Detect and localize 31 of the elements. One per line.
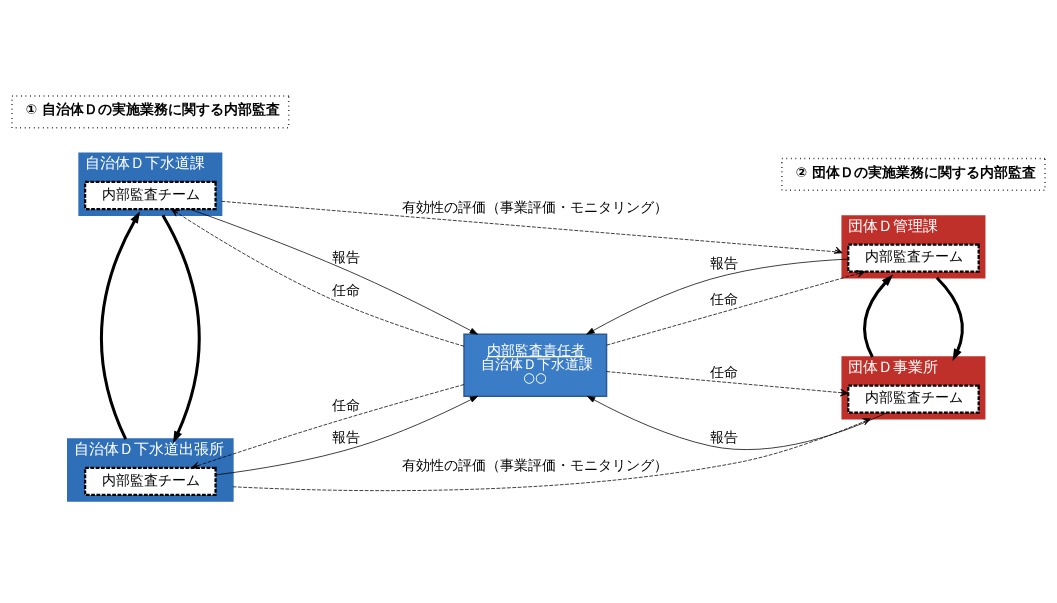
edge-label: 任命	[332, 282, 361, 299]
arrow	[606, 270, 866, 346]
edge-label: 報告	[710, 255, 739, 272]
arrow	[232, 418, 871, 491]
node-box: 内部監査チーム	[84, 466, 217, 497]
edge-label: 任命	[710, 363, 739, 380]
node-box: 内部監査責任者 自治体Ｄ下水道課 ○○	[463, 333, 608, 397]
arrow	[189, 208, 478, 335]
node-box: 内部監査チーム	[847, 384, 980, 414]
arrow	[100, 211, 141, 440]
arrow	[935, 276, 964, 361]
arrow	[161, 214, 201, 444]
node-box: ① 自治体Ｄの実施業務に関する内部監査	[11, 95, 290, 129]
edge-label: 有効性の評価（事業評価・モニタリング）	[402, 199, 669, 216]
edge-label: 有効性の評価（事業評価・モニタリング）	[402, 457, 669, 474]
arrow	[586, 395, 887, 450]
node-box: 内部監査チーム	[847, 243, 980, 273]
arrow	[863, 274, 894, 358]
arrow	[221, 200, 843, 254]
edge-label: 報告	[710, 428, 739, 445]
arrow	[215, 395, 479, 476]
arrow	[606, 371, 849, 397]
node-box: ② 団体Ｄの実施業務に関する内部監査	[781, 157, 1046, 192]
node-box: 内部監査チーム	[84, 180, 217, 211]
edge-label: 報告	[332, 428, 361, 445]
edge-label: 任命	[710, 290, 739, 307]
arrow	[586, 258, 849, 335]
edge-label: 報告	[332, 249, 361, 266]
arrow	[191, 384, 465, 469]
edge-label: 任命	[332, 397, 361, 414]
arrow	[171, 208, 465, 347]
